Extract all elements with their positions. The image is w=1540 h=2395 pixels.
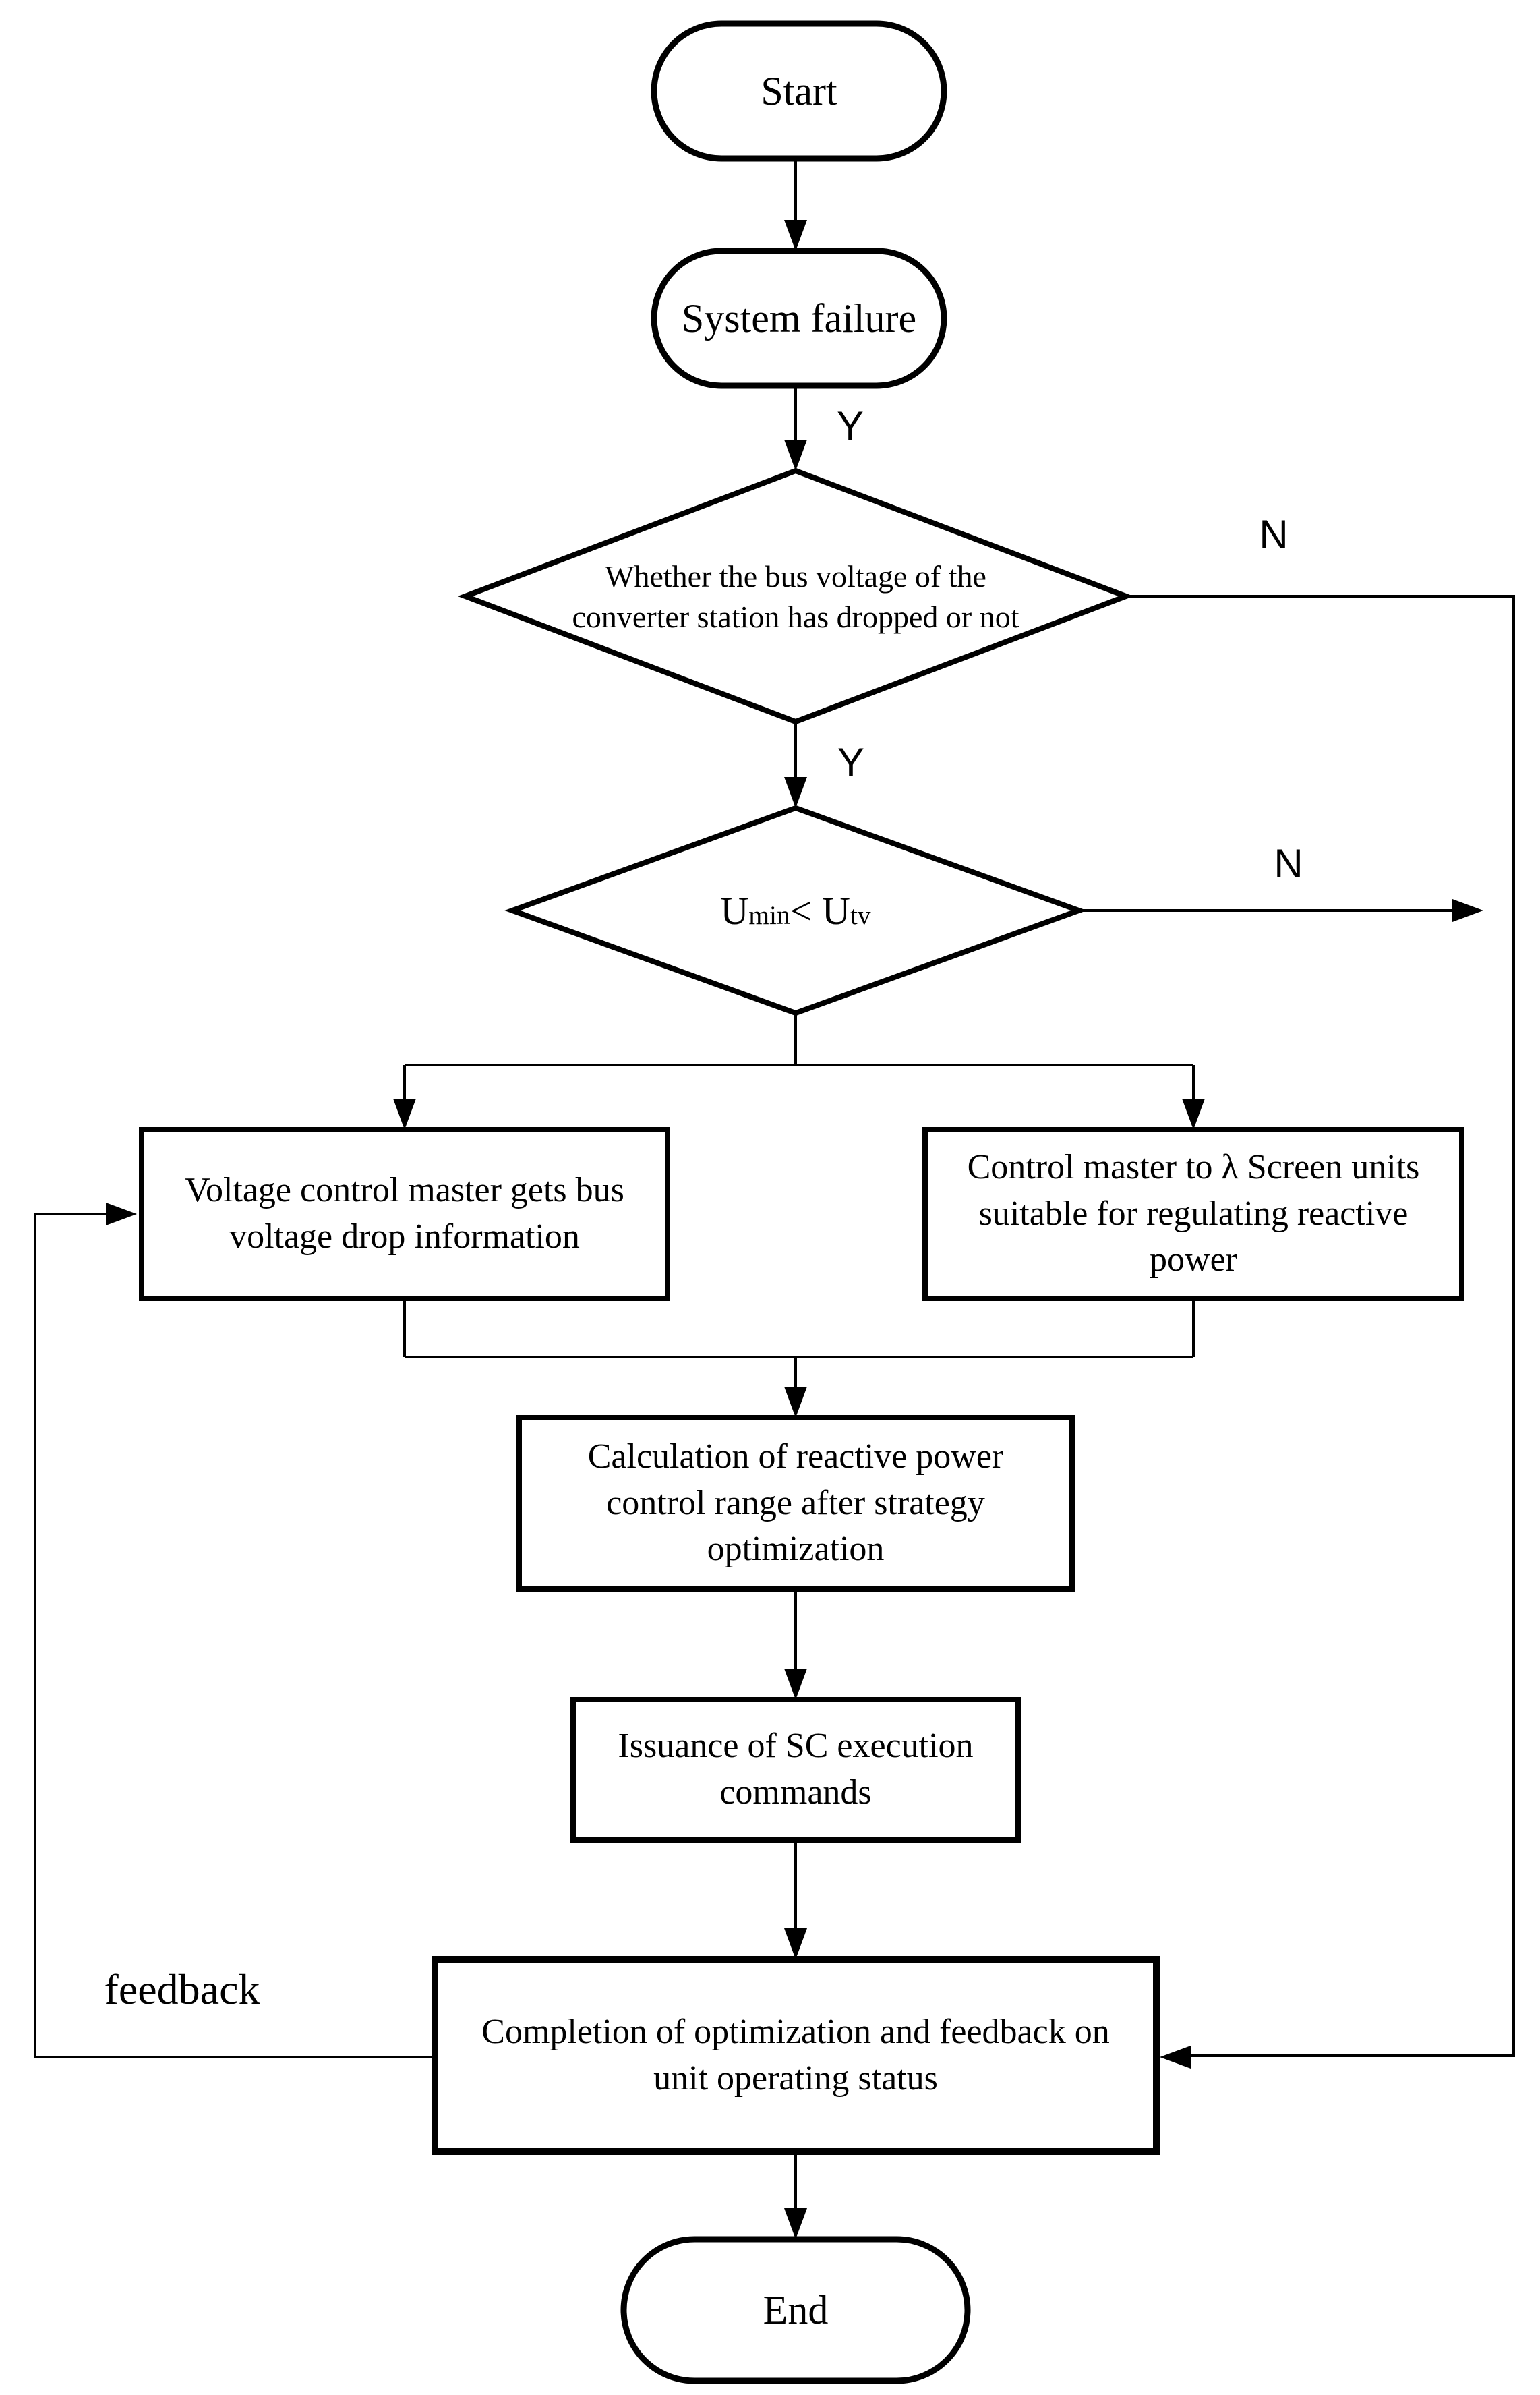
arrowhead-feedback-into-left-box <box>106 1203 137 1225</box>
issuance-box-shape <box>570 1697 1021 1843</box>
start-node-shape <box>651 20 947 162</box>
completion-box-shape <box>432 1956 1160 2155</box>
text-line: Issuance of SC execution <box>618 1727 974 1766</box>
arrowhead-into-decision2 <box>784 777 807 808</box>
formula-operator: < <box>790 888 822 933</box>
formula-sub-min: min <box>748 900 790 930</box>
text-line: Control master to λ Screen units <box>967 1148 1420 1187</box>
formula-u2: U <box>821 888 850 933</box>
edge-label-yes-2: Y <box>837 739 865 785</box>
text-line: Voltage control master gets bus <box>185 1171 624 1210</box>
arrowhead-into-calculation <box>784 1387 807 1418</box>
calculation-box-shape <box>516 1415 1075 1592</box>
text-line: control range after strategy <box>606 1483 985 1522</box>
edge-label-yes-1: Y <box>836 403 864 449</box>
edge-label-no-2: N <box>1274 840 1303 886</box>
decision-umin-utv-shape <box>504 805 1087 1016</box>
text-line: commands <box>719 1773 872 1812</box>
text-line: Completion of optimization and feedback … <box>481 2012 1110 2051</box>
arrowhead-into-issuance <box>784 1669 807 1700</box>
arrowhead-into-end <box>784 2208 807 2239</box>
text-line: suitable for regulating reactive <box>978 1194 1409 1233</box>
control-master-screen-box-shape <box>922 1127 1464 1301</box>
issuance-box-label: Issuance of SC execution commands <box>573 1700 1018 1840</box>
voltage-control-master-box-shape <box>139 1127 670 1301</box>
voltage-control-master-box-label: Voltage control master gets bus voltage … <box>142 1130 668 1298</box>
text-line: Calculation of reactive power <box>587 1437 1004 1476</box>
completion-box-label: Completion of optimization and feedback … <box>435 1959 1156 2152</box>
arrowheads-group <box>106 220 1483 2239</box>
edge-feedback-path <box>34 1213 435 2058</box>
text-line: power <box>1150 1240 1237 1279</box>
end-node-shape <box>620 2236 971 2384</box>
system-failure-node-label: System failure <box>681 295 917 341</box>
feedback-label: feedback <box>104 1965 260 2013</box>
umin-utv-formula: Umin< Utv <box>721 888 871 933</box>
text-line: voltage drop information <box>229 1217 580 1256</box>
decision-bus-voltage-shape <box>457 467 1134 725</box>
formula-u1: U <box>720 888 749 933</box>
arrowhead-decision2-no <box>1452 899 1483 922</box>
arrowhead-into-completion-right <box>1160 2046 1191 2069</box>
calculation-box-label: Calculation of reactive power control ra… <box>519 1418 1072 1589</box>
arrowhead-into-right-box <box>1182 1099 1205 1130</box>
end-node-label: End <box>763 2287 829 2332</box>
arrowhead-into-completion <box>784 1928 807 1959</box>
arrowhead-into-failure <box>784 220 807 251</box>
decision-bus-voltage-label: Whether the bus voltage of the converter… <box>472 533 1119 661</box>
formula-sub-tv: tv <box>850 900 871 930</box>
edges-group <box>34 158 1515 2208</box>
text-line: optimization <box>707 1530 885 1569</box>
edge-decision1-no-path <box>1126 595 1515 2057</box>
start-node-label: Start <box>761 68 837 113</box>
text-line: unit operating status <box>653 2058 938 2098</box>
system-failure-node-shape <box>651 248 947 389</box>
arrowhead-into-left-box <box>393 1099 416 1130</box>
decision-umin-utv-label: Umin< Utv <box>593 870 998 951</box>
arrowhead-into-decision1 <box>784 440 807 471</box>
text-line: converter station has dropped or not <box>572 600 1019 634</box>
text-line: Whether the bus voltage of the <box>605 559 986 594</box>
edge-label-no-1: N <box>1259 511 1289 557</box>
nodes-group <box>139 20 1464 2384</box>
control-master-screen-box-label: Control master to λ Screen units suitabl… <box>925 1130 1462 1298</box>
